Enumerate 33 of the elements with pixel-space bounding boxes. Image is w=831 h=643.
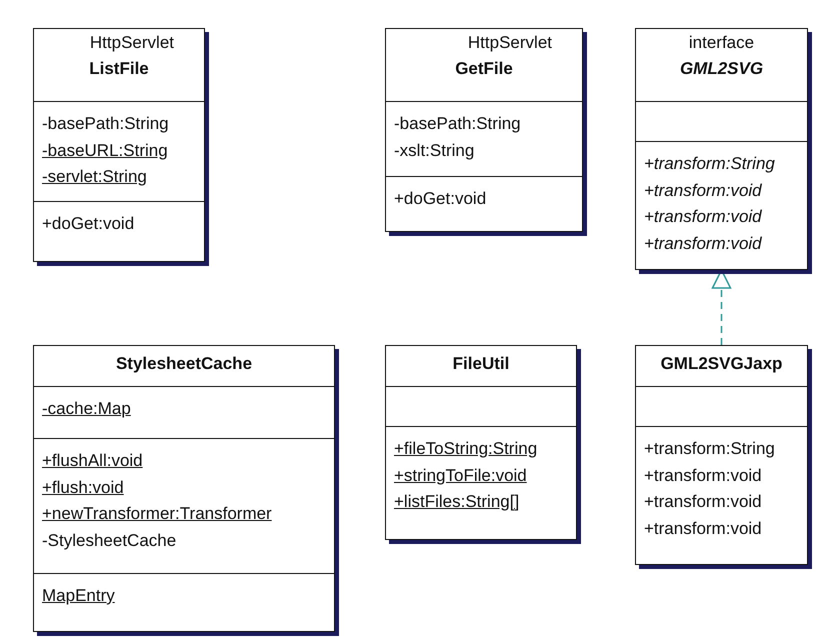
member-text: -baseURL:String bbox=[42, 140, 168, 162]
class-name: FileUtil bbox=[452, 354, 510, 374]
member-text: +transform:void bbox=[644, 232, 762, 254]
class-name: StylesheetCache bbox=[114, 354, 254, 374]
member-text: +flush:void bbox=[42, 476, 124, 498]
member-text: MapEntry bbox=[42, 585, 115, 607]
class-name: GetFile bbox=[454, 59, 514, 79]
member-text: +doGet:void bbox=[42, 213, 134, 235]
member-text: -servlet:String bbox=[42, 166, 147, 188]
stereotype-label: HttpServlet bbox=[90, 33, 174, 53]
member-text: -xslt:String bbox=[394, 140, 474, 162]
member-text: +transform:String bbox=[644, 153, 775, 175]
member-text: +newTransformer:Transformer bbox=[42, 503, 272, 525]
member-text: +transform:void bbox=[644, 464, 762, 486]
member-text: +transform:void bbox=[644, 491, 762, 513]
member-text: -StylesheetCache bbox=[42, 530, 176, 552]
member-text: -basePath:String bbox=[394, 113, 521, 135]
class-name: ListFile bbox=[88, 59, 150, 79]
member-text: +transform:void bbox=[644, 518, 762, 540]
member-text: +transform:void bbox=[644, 180, 762, 202]
member-text: -cache:Map bbox=[42, 398, 131, 420]
member-text: +doGet:void bbox=[394, 188, 486, 210]
member-text: +fileToString:String bbox=[394, 438, 538, 460]
member-text: +transform:void bbox=[644, 206, 762, 228]
class-name: GML2SVG bbox=[678, 59, 764, 79]
class-name: GML2SVGJaxp bbox=[660, 354, 784, 374]
member-text: +transform:String bbox=[644, 438, 775, 460]
stereotype-label: HttpServlet bbox=[468, 33, 552, 53]
member-text: +stringToFile:void bbox=[394, 464, 527, 486]
member-text: +listFiles:String[] bbox=[394, 491, 520, 513]
stereotype-label: interface bbox=[688, 33, 756, 53]
member-text: +flushAll:void bbox=[42, 450, 143, 472]
member-text: -basePath:String bbox=[42, 113, 169, 135]
